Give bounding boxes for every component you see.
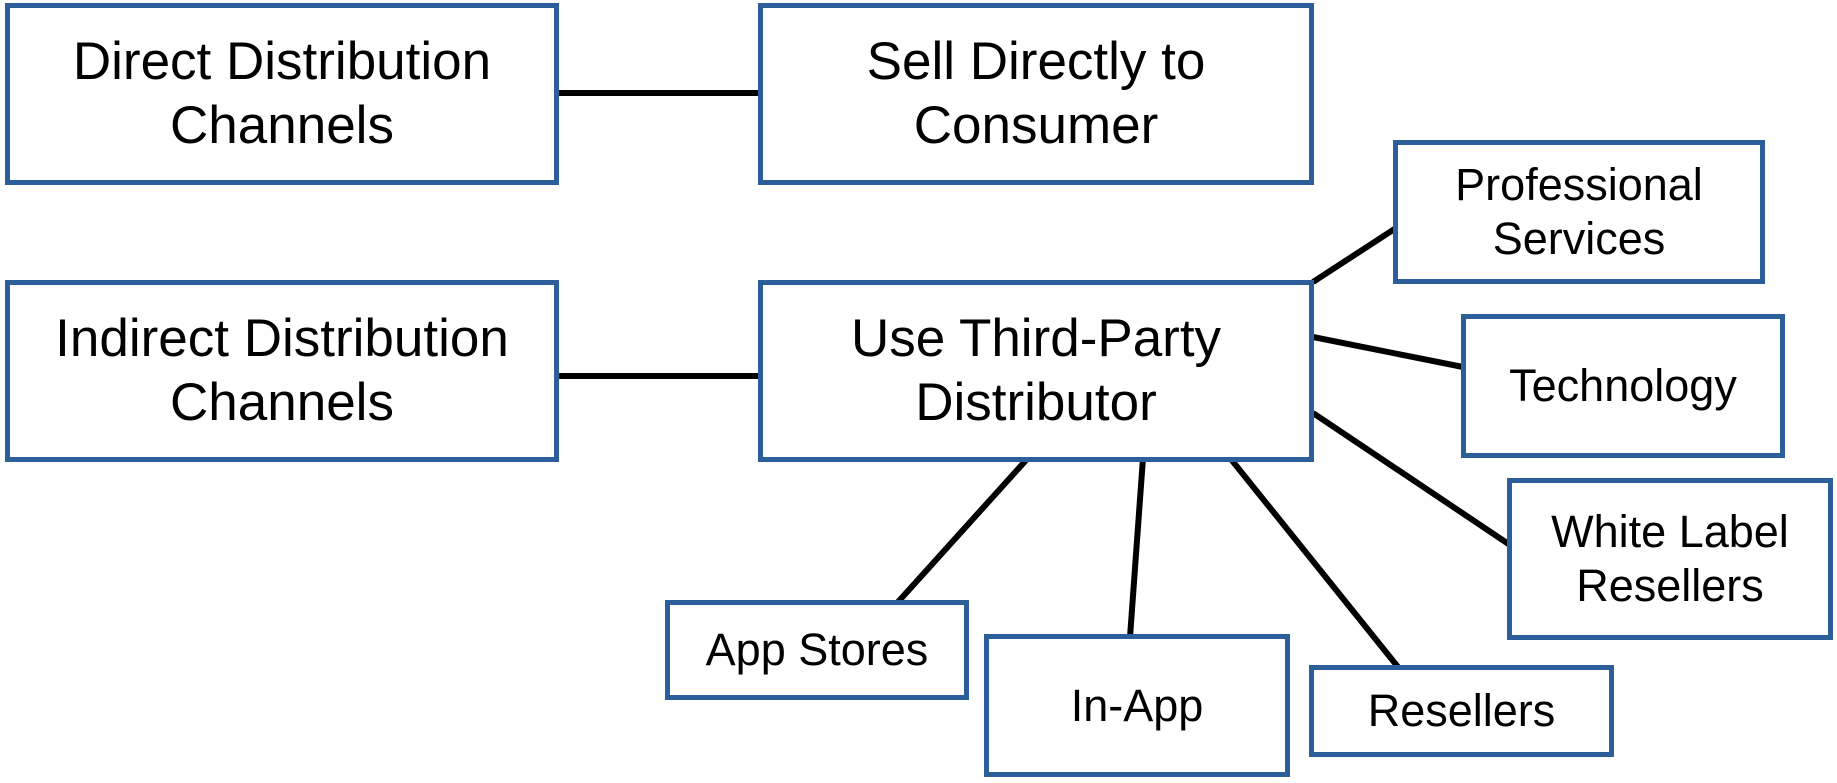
resellers-box: Resellers — [1309, 665, 1614, 757]
connector-third-party-to-technology — [1312, 334, 1464, 370]
app-stores-box: App Stores — [665, 600, 969, 700]
professional-services-label: Professional Services — [1455, 159, 1703, 264]
connector-third-party-to-app-stores — [895, 455, 1031, 605]
connector-third-party-to-in-app — [1127, 457, 1146, 638]
professional-services-box: Professional Services — [1393, 140, 1765, 284]
in-app-label: In-App — [1070, 679, 1204, 731]
sell-directly-to-consumer-box: Sell Directly to Consumer — [758, 3, 1314, 185]
indirect-distribution-channels-box: Indirect Distribution Channels — [5, 280, 559, 462]
app-stores-label: App Stores — [705, 624, 929, 675]
direct-distribution-channels-box: Direct Distribution Channels — [5, 3, 559, 185]
technology-box: Technology — [1461, 314, 1785, 458]
connector-third-party-to-white-label — [1311, 410, 1512, 548]
indirect-distribution-channels-label: Indirect Distribution Channels — [55, 309, 509, 432]
connector-third-party-to-resellers — [1227, 456, 1401, 669]
white-label-resellers-label: White Label Resellers — [1551, 506, 1789, 611]
sell-directly-to-consumer-label: Sell Directly to Consumer — [866, 32, 1206, 155]
technology-label: Technology — [1509, 360, 1737, 411]
direct-distribution-channels-label: Direct Distribution Channels — [72, 32, 492, 155]
white-label-resellers-box: White Label Resellers — [1507, 478, 1833, 640]
connector-third-party-to-professional-services — [1311, 225, 1398, 285]
resellers-label: Resellers — [1367, 685, 1556, 736]
use-third-party-distributor-label: Use Third-Party Distributor — [850, 309, 1222, 432]
in-app-box: In-App — [984, 634, 1290, 777]
use-third-party-distributor-box: Use Third-Party Distributor — [758, 280, 1314, 462]
